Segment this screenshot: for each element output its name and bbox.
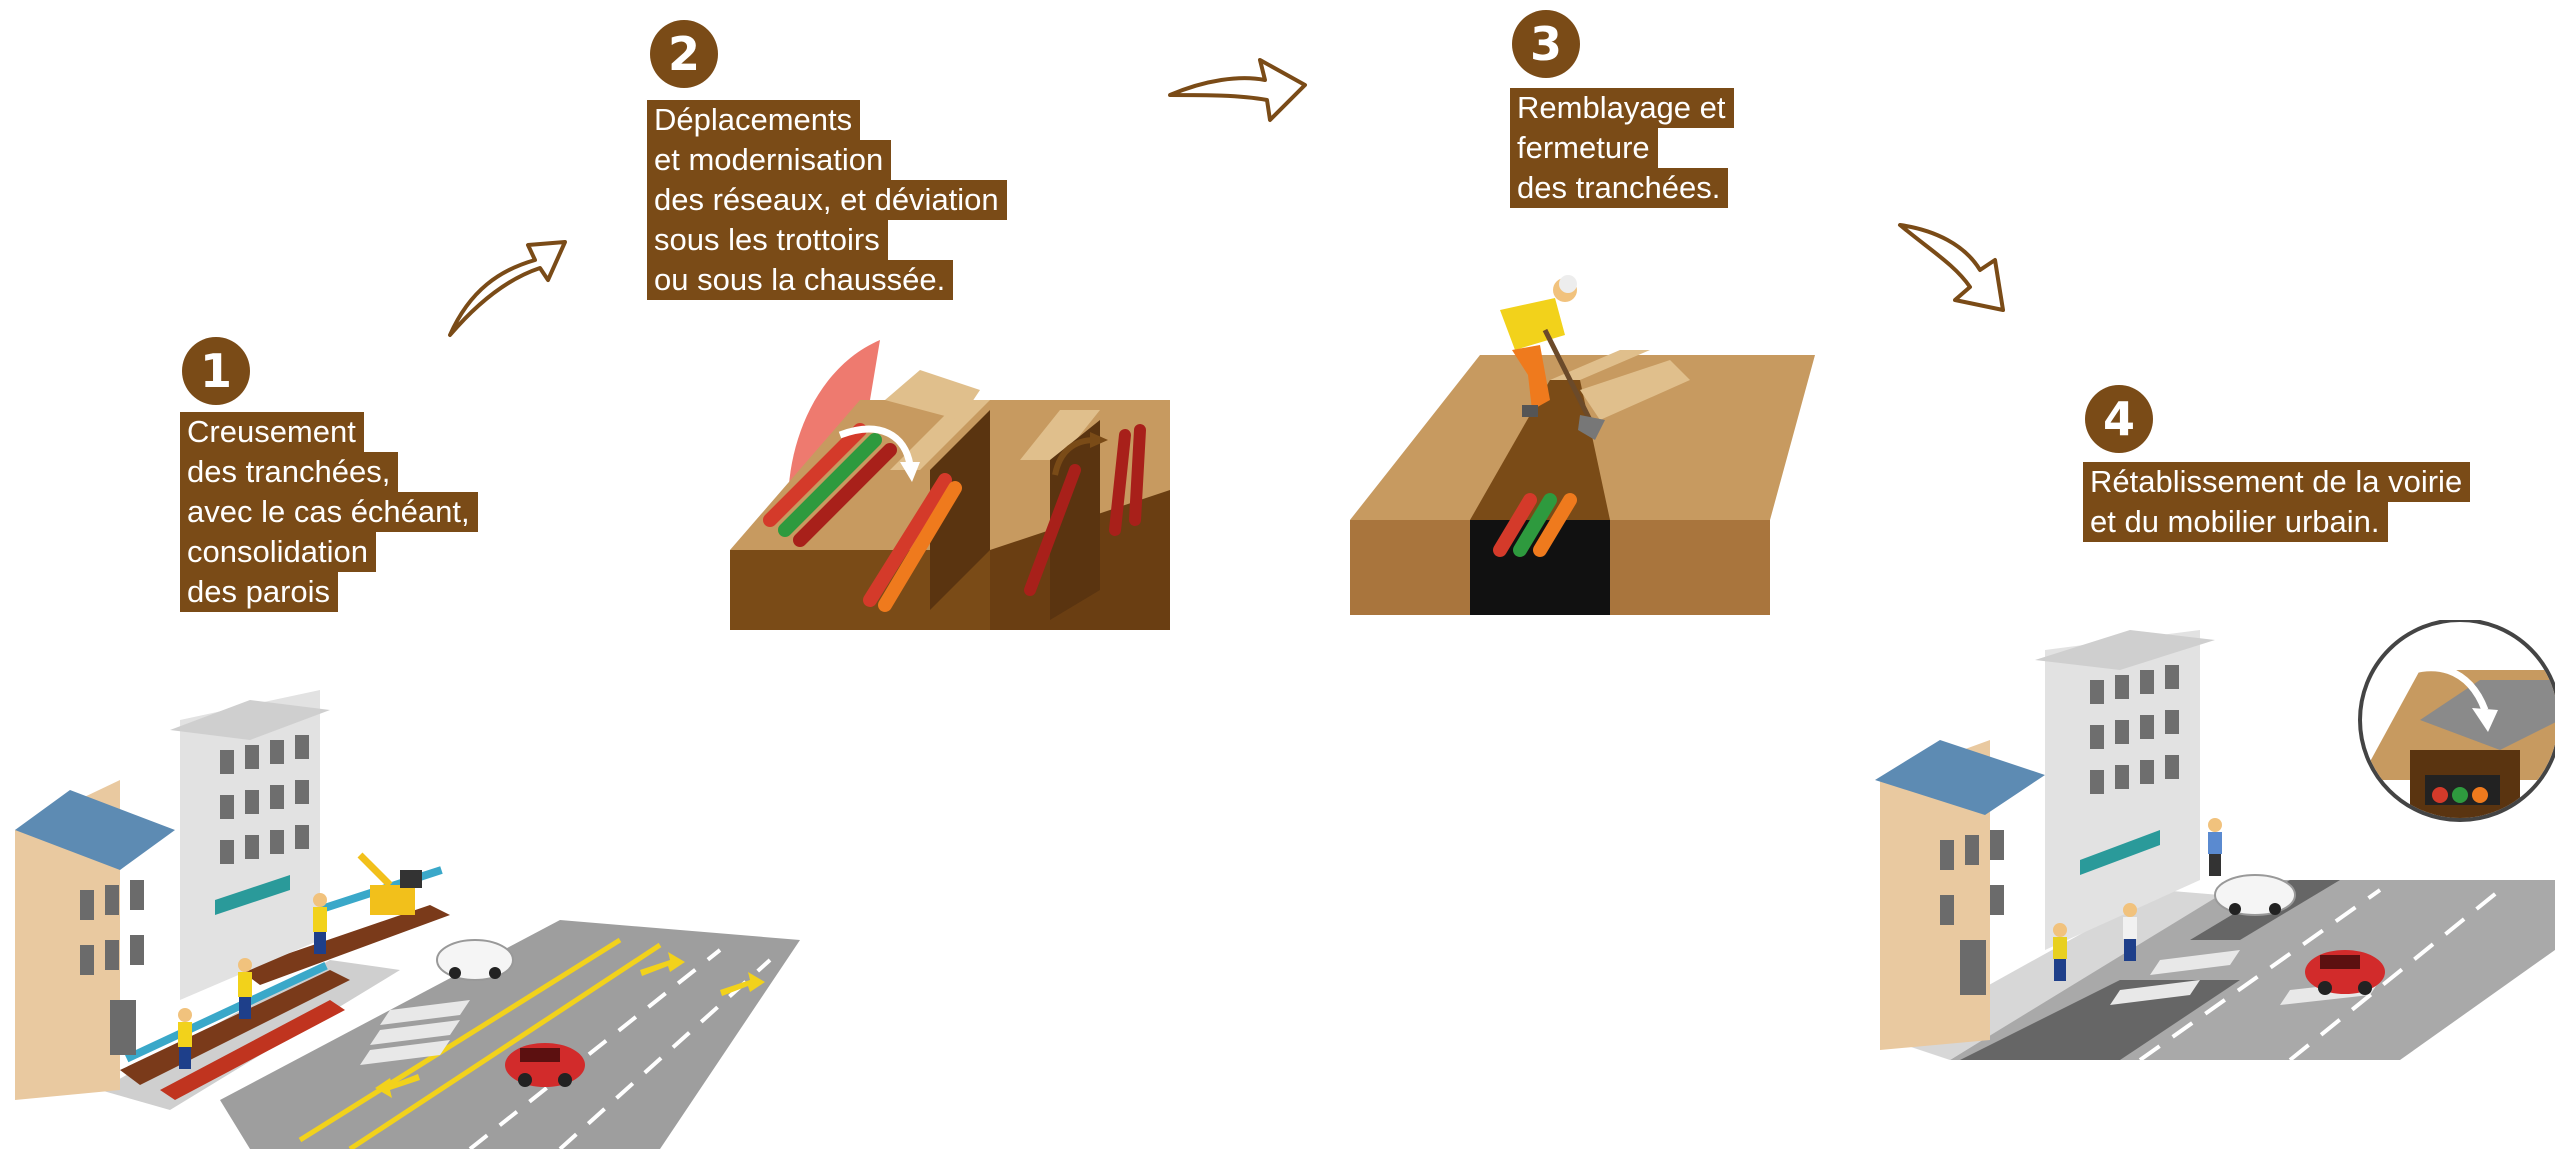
step-2-line-1: Déplacements [647,100,860,140]
step-3-line-3: des tranchées. [1510,168,1728,208]
step-2-line-3: des réseaux, et déviation [647,180,1007,220]
step-2-trench-illustration [730,340,1180,640]
red-car-icon [505,1043,585,1087]
step-2-line-5: ou sous la chaussée. [647,260,953,300]
step-4-street-illustration [1860,620,2555,1070]
step-1-line-3: avec le cas échéant, [180,492,478,532]
step-2-line-4: sous les trottoirs [647,220,888,260]
step-3-number-badge: 3 [1512,10,1580,78]
step-1-line-4: consolidation [180,532,376,572]
step-4-line-1: Rétablissement de la voirie [2083,462,2470,502]
step-2-caption: Déplacements et modernisation des réseau… [647,100,1007,300]
curved-arrow-icon [1895,215,2015,315]
restored-trench-inset [2360,620,2555,820]
curved-arrow-icon [1165,40,1310,125]
step-4-number-badge: 4 [2085,385,2153,453]
step-3-line-1: Remblayage et [1510,88,1734,128]
step-1-number-badge: 1 [182,337,250,405]
step-2-number-badge: 2 [650,20,718,88]
white-car-icon [2215,875,2295,915]
step-2-line-2: et modernisation [647,140,891,180]
white-car-icon [437,940,513,980]
step-1-street-illustration [0,670,820,1149]
step-4-line-2: et du mobilier urbain. [2083,502,2388,542]
step-1-line-2: des tranchées, [180,452,398,492]
step-1-line-1: Creusement [180,412,364,452]
step-1-caption: Creusement des tranchées, avec le cas éc… [180,412,478,612]
curved-arrow-icon [440,230,570,340]
step-1-line-5: des parois [180,572,338,612]
step-3-caption: Remblayage et fermeture des tranchées. [1510,88,1734,208]
step-3-backfill-illustration [1350,270,1820,620]
step-4-caption: Rétablissement de la voirie et du mobili… [2083,462,2470,542]
step-3-line-2: fermeture [1510,128,1658,168]
excavator-icon [360,855,422,915]
